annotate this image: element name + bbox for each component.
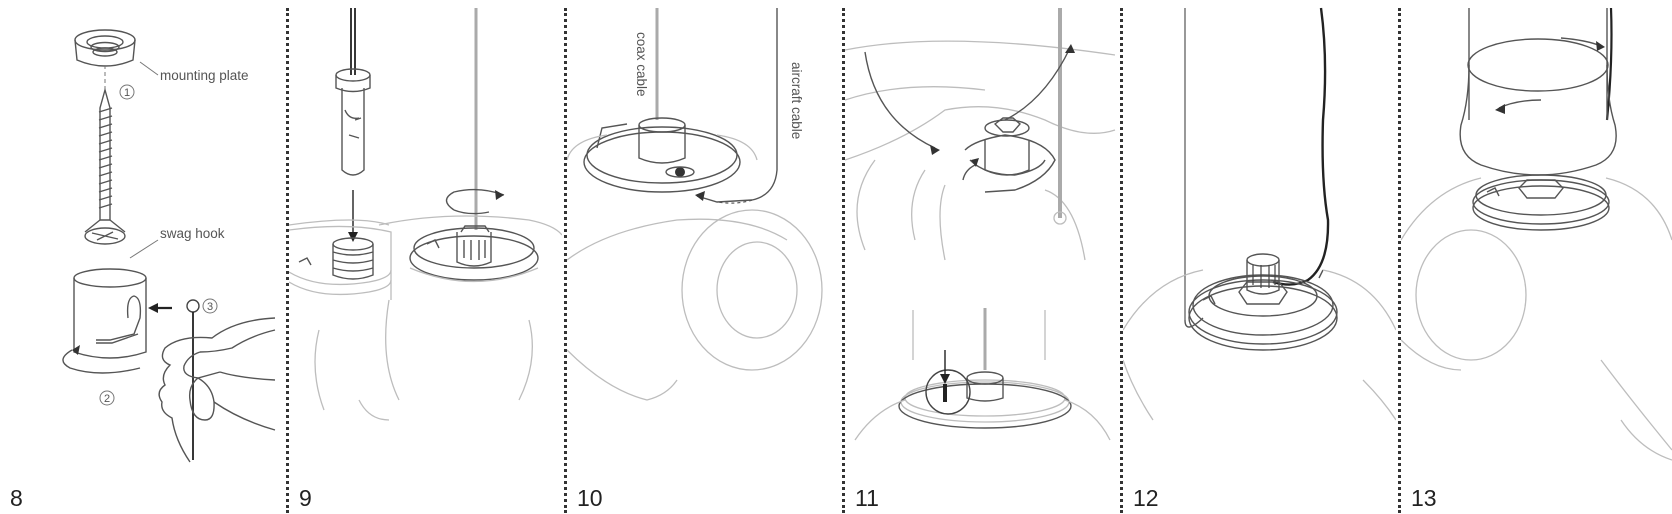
panel-divider xyxy=(564,8,567,513)
coax-cable-label: coax cable xyxy=(634,32,649,97)
canopy-base xyxy=(1472,174,1610,231)
step-10-panel: coax cable aircraft cable 10 xyxy=(567,0,840,514)
step-13-illustration xyxy=(1401,7,1672,461)
step-12-panel: 12 xyxy=(1123,0,1396,514)
step-8-illustration: mounting plate 1 swag hook 2 xyxy=(62,29,276,463)
lamp-sphere xyxy=(567,209,823,401)
step-number: 10 xyxy=(577,485,603,511)
panel-divider xyxy=(1120,8,1123,513)
step-number: 13 xyxy=(1411,485,1437,511)
socket-base-right xyxy=(378,215,562,401)
step-number: 8 xyxy=(10,485,23,511)
step-9-panel: 9 xyxy=(289,0,562,514)
step-8-panel: mounting plate 1 swag hook 2 xyxy=(0,0,283,514)
aircraft-cable-label: aircraft cable xyxy=(789,62,804,139)
step-11-illustration xyxy=(845,8,1116,441)
upper-close-up xyxy=(845,40,1116,261)
panel-divider xyxy=(1398,8,1401,513)
panel-divider xyxy=(842,8,845,513)
step-number: 9 xyxy=(299,485,312,511)
canopy-top xyxy=(567,117,758,193)
socket-base-left xyxy=(289,219,392,421)
step-number: 12 xyxy=(1133,485,1159,511)
panel-divider xyxy=(286,8,289,513)
canopy-cover xyxy=(1459,37,1617,176)
callout-2: 2 xyxy=(104,393,110,405)
canopy-assembled xyxy=(1188,253,1338,351)
step-number: 11 xyxy=(855,485,879,511)
callout-3: 3 xyxy=(207,301,213,313)
step-10-illustration: coax cable aircraft cable xyxy=(567,8,823,401)
swag-hook-label: swag hook xyxy=(160,226,225,241)
screw-drawing xyxy=(84,87,126,245)
mounting-plate-label: mounting plate xyxy=(160,68,249,83)
callout-1: 1 xyxy=(124,87,130,99)
step-12-illustration xyxy=(1123,7,1396,421)
lower-close-up xyxy=(854,308,1111,441)
step-11-panel: 11 xyxy=(845,0,1118,514)
swag-hook-drawing xyxy=(73,268,147,359)
step-9-illustration xyxy=(289,8,562,421)
swag-hook-on-cable xyxy=(335,68,371,176)
hand-drawing xyxy=(158,317,276,463)
step-13-panel: 13 xyxy=(1401,0,1672,514)
mounting-plate-drawing xyxy=(74,29,136,67)
